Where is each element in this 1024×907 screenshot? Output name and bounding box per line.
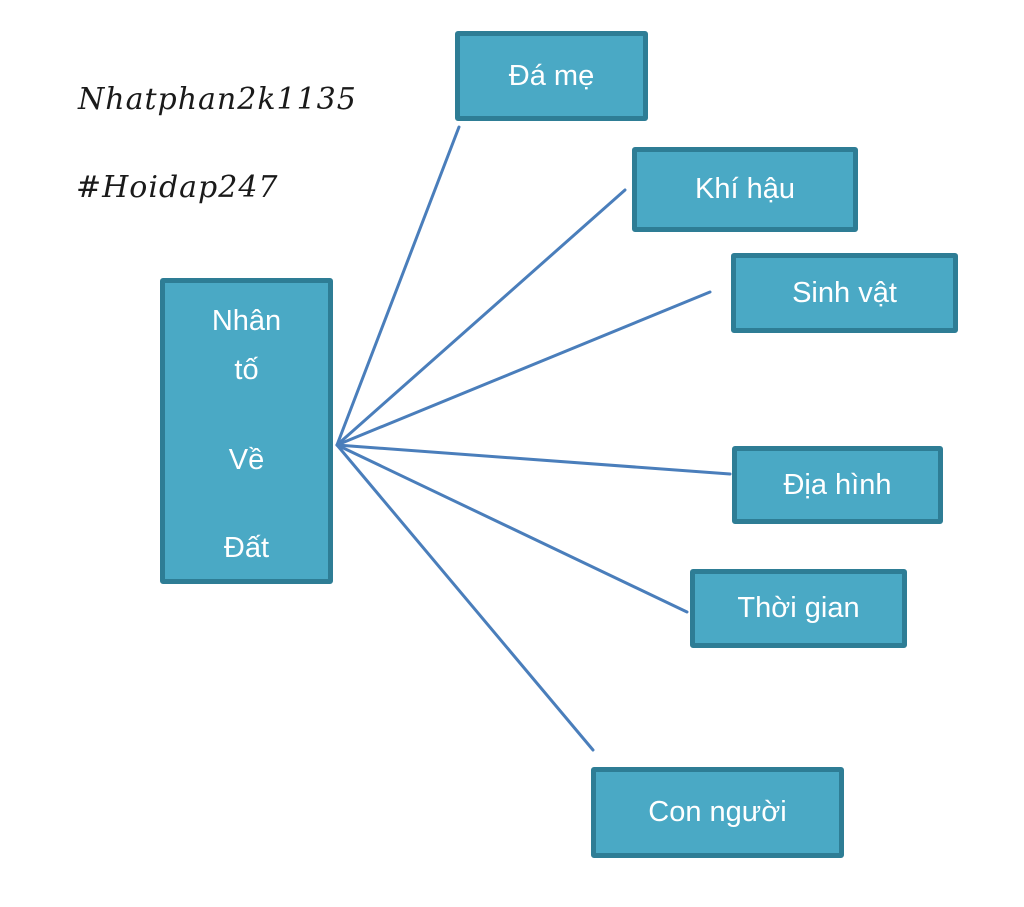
factor-node-label: Sinh vật	[792, 276, 897, 309]
watermark-username: Nhatphan2k1135	[78, 82, 357, 117]
connector-center-to-con-nguoi	[335, 443, 595, 752]
center-node-line: Nhân	[211, 304, 282, 337]
factor-node-label: Con người	[648, 796, 787, 829]
factor-node-con-nguoi: Con người	[591, 767, 844, 858]
center-node-soil-factors: Nhân tố Về Đất	[160, 278, 333, 584]
factor-node-label: Thời gian	[737, 592, 860, 625]
factor-node-thoi-gian: Thời gian	[690, 569, 907, 648]
connector-center-to-khi-hau	[335, 188, 627, 447]
factor-node-label: Đá mẹ	[508, 59, 595, 92]
factor-node-sinh-vat: Sinh vật	[731, 253, 958, 333]
watermark-hashtag: #Hoidap247	[76, 170, 279, 205]
connector-center-to-dia-hinh	[335, 443, 732, 476]
factor-node-dia-hinh: Địa hình	[732, 446, 943, 524]
connector-center-to-da-me	[335, 125, 461, 447]
center-node-line: tố	[234, 353, 259, 386]
connector-center-to-thoi-gian	[335, 443, 689, 614]
connector-center-to-sinh-vat	[335, 290, 712, 447]
factor-node-label: Khí hậu	[695, 173, 795, 206]
factor-node-label: Địa hình	[783, 468, 892, 501]
center-node-line: Về	[228, 443, 265, 476]
factor-node-khi-hau: Khí hậu	[632, 147, 858, 232]
factor-node-da-me: Đá mẹ	[455, 31, 648, 121]
center-node-line: Đất	[223, 531, 270, 564]
